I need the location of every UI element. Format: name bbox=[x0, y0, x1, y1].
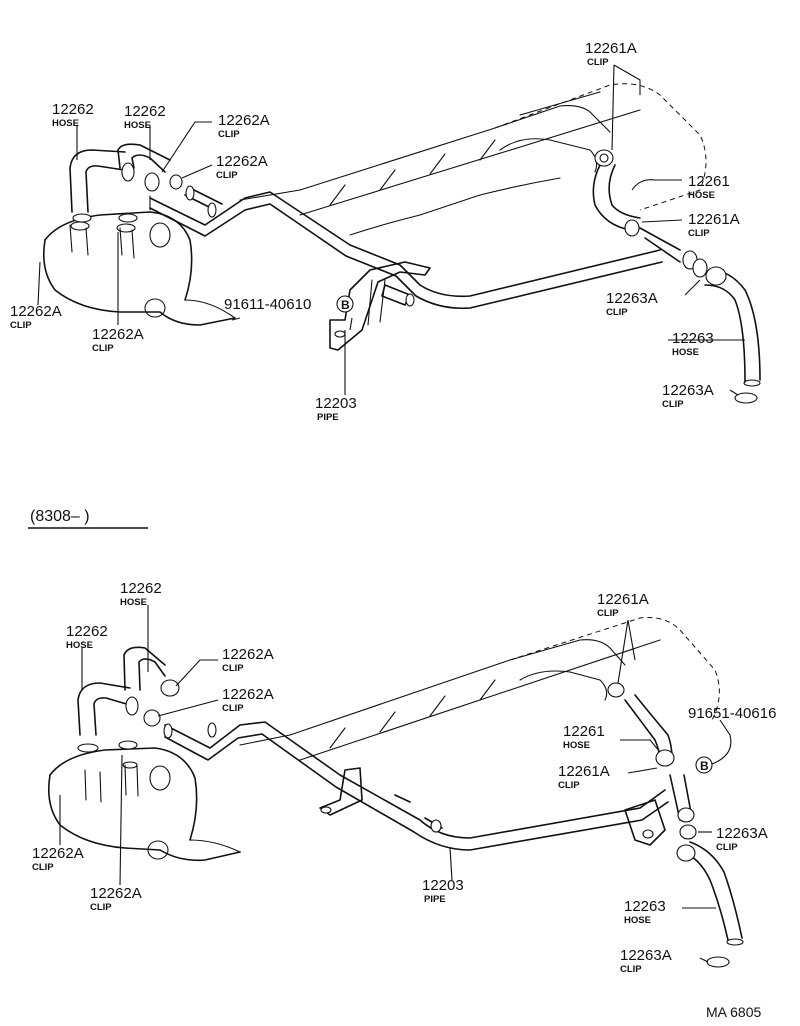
bottom-callout-type: HOSE bbox=[120, 597, 147, 608]
top-callout-type: HOSE bbox=[688, 190, 715, 201]
section-header: (8308– ) bbox=[28, 508, 148, 529]
top-hose-12261 bbox=[592, 149, 708, 278]
marker-b-label: B bbox=[700, 759, 709, 773]
top-hose-12263 bbox=[704, 266, 761, 404]
top-callout-number: 12262A bbox=[92, 326, 144, 343]
top-leader-lines bbox=[37, 64, 745, 396]
bottom-callout-type: CLIP bbox=[90, 902, 112, 913]
bottom-callout-number: 12262 bbox=[66, 623, 108, 640]
bottom-callout-type: CLIP bbox=[597, 608, 619, 619]
bottom-callout-type: CLIP bbox=[558, 780, 580, 791]
bottom-callout-type: CLIP bbox=[32, 862, 54, 873]
bottom-callout-number: 12262 bbox=[120, 580, 162, 597]
top-callout-number: 91611-40610 bbox=[224, 296, 311, 313]
top-callout-type: CLIP bbox=[688, 228, 710, 239]
bottom-callout-number: 12263A bbox=[716, 825, 768, 842]
top-callout-type: CLIP bbox=[606, 307, 628, 318]
bottom-hose-12261 bbox=[607, 682, 697, 840]
bottom-pipe-12203 bbox=[163, 721, 669, 851]
bottom-hose-12263 bbox=[676, 841, 744, 968]
top-callout-number: 12261A bbox=[688, 211, 740, 228]
top-callout-number: 12262A bbox=[10, 303, 62, 320]
section-header-text: (8308– ) bbox=[30, 508, 90, 525]
bottom-cylinder-head bbox=[239, 617, 720, 761]
bottom-callout-number: 12262A bbox=[90, 885, 142, 902]
top-cylinder-head bbox=[239, 83, 707, 236]
bottom-callouts: 12262 HOSE 12262 HOSE 12262A CLIP 12262A… bbox=[32, 580, 776, 975]
bottom-assembly: 12262 HOSE 12262 HOSE 12262A CLIP 12262A… bbox=[32, 580, 776, 975]
top-callout-number: 12262 bbox=[52, 101, 94, 118]
reference-code: MA 6805 bbox=[706, 1004, 761, 1020]
bottom-callout-type: CLIP bbox=[620, 964, 642, 975]
top-callout-number: 12261 bbox=[688, 173, 730, 190]
top-callouts: 12261A CLIP 12262 HOSE 12262 HOSE 12262A… bbox=[10, 40, 740, 423]
bottom-callout-number: 12262A bbox=[32, 845, 84, 862]
top-pipe-12203 bbox=[149, 185, 663, 351]
bottom-leader-lines bbox=[59, 605, 732, 963]
top-callout-type: CLIP bbox=[587, 57, 609, 68]
top-callout-type: CLIP bbox=[216, 170, 238, 181]
bottom-callout-number: 12261A bbox=[597, 591, 649, 608]
bottom-callout-number: 12262A bbox=[222, 686, 274, 703]
top-callout-number: 12263 bbox=[672, 330, 714, 347]
top-callout-number: 12262A bbox=[216, 153, 268, 170]
top-callout-type: CLIP bbox=[218, 129, 240, 140]
bottom-intake-body bbox=[47, 747, 241, 862]
bottom-callout-number: 12261A bbox=[558, 763, 610, 780]
bottom-callout-number: 12203 bbox=[422, 877, 464, 894]
bottom-callout-number: 12263A bbox=[620, 947, 672, 964]
bottom-callout-type: HOSE bbox=[66, 640, 93, 651]
bottom-callout-type: CLIP bbox=[222, 663, 244, 674]
bottom-callout-number: 12263 bbox=[624, 898, 666, 915]
bottom-callout-type: HOSE bbox=[624, 915, 651, 926]
top-callout-type: HOSE bbox=[52, 118, 79, 129]
bottom-callout-number: 91651-40616 bbox=[688, 705, 776, 722]
top-callout-number: 12263A bbox=[606, 290, 658, 307]
top-callout-type: HOSE bbox=[672, 347, 699, 358]
top-assembly: 12261A CLIP 12262 HOSE 12262 HOSE 12262A… bbox=[10, 40, 761, 423]
top-callout-type: CLIP bbox=[92, 343, 114, 354]
top-callout-number: 12203 bbox=[315, 395, 357, 412]
top-intake-body bbox=[42, 211, 236, 326]
marker-b-symbol bbox=[336, 295, 354, 313]
top-callout-type: CLIP bbox=[662, 399, 684, 410]
bottom-callout-number: 12262A bbox=[222, 646, 274, 663]
bottom-callout-type: CLIP bbox=[222, 703, 244, 714]
top-callout-number: 12263A bbox=[662, 382, 714, 399]
top-callout-type: HOSE bbox=[124, 120, 151, 131]
marker-b-symbol bbox=[695, 756, 713, 774]
bottom-callout-number: 12261 bbox=[563, 723, 605, 740]
bottom-hose-12262 bbox=[77, 646, 180, 753]
top-callout-number: 12261A bbox=[585, 40, 637, 57]
bottom-callout-type: PIPE bbox=[424, 894, 446, 905]
bottom-callout-type: HOSE bbox=[563, 740, 590, 751]
top-callout-type: PIPE bbox=[317, 412, 339, 423]
top-callout-number: 12262 bbox=[124, 103, 166, 120]
top-hose-12262 bbox=[69, 143, 183, 223]
marker-b-label: B bbox=[341, 298, 350, 312]
top-callout-number: 12262A bbox=[218, 112, 270, 129]
top-callout-type: CLIP bbox=[10, 320, 32, 331]
bottom-callout-type: CLIP bbox=[716, 842, 738, 853]
